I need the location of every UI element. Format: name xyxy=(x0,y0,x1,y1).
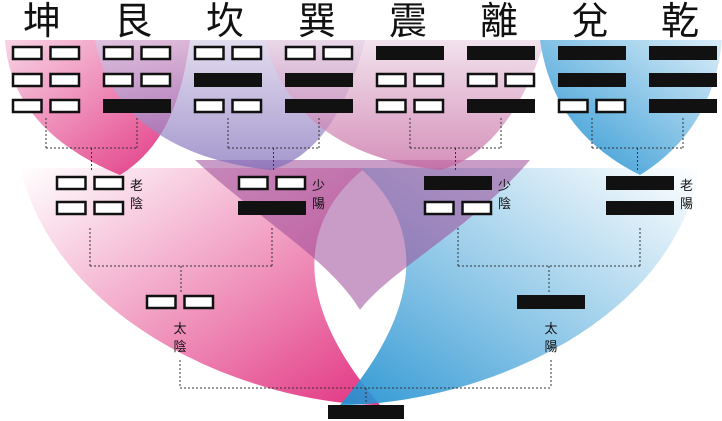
trigram-2-bottom-yin-left xyxy=(193,98,225,114)
four-image: 老陰 xyxy=(55,175,143,216)
trigram-3-bottom-yang-line xyxy=(285,99,353,113)
four-image-label-1: 少 xyxy=(312,179,325,194)
four-0-bottom-yin-right xyxy=(93,200,125,216)
four-1-bottom-yang-line xyxy=(238,201,306,215)
trigram-name: 乾 xyxy=(661,0,699,43)
trigram-name: 兌 xyxy=(571,0,609,43)
trigram-1-top-yin-right xyxy=(140,45,172,61)
four-2-top-yang-line xyxy=(424,176,492,190)
trigram-5-bottom-yang-line xyxy=(467,99,535,113)
mode-0-yin-left xyxy=(145,294,177,310)
two-mode-label-1: 太 xyxy=(173,322,186,337)
two-mode: 太陰 xyxy=(145,294,215,355)
background-shapes xyxy=(5,40,722,405)
trigrams xyxy=(11,45,717,114)
four-image-label-2: 陽 xyxy=(680,197,693,212)
trigram-name: 巽 xyxy=(298,0,336,43)
trigram-5-middle-yin-left xyxy=(466,72,498,88)
trigram-1-middle-yin-right xyxy=(140,72,172,88)
trigram-names: 坤艮坎巽震離兌乾 xyxy=(23,0,699,43)
trigram-7-top-yang-line xyxy=(649,46,717,60)
trigram xyxy=(649,46,717,113)
two-mode-label-1: 太 xyxy=(544,322,557,337)
trigram-name: 震 xyxy=(389,0,427,43)
trigram-1-middle-yin-left xyxy=(102,72,134,88)
trigram-0-top-yin-right xyxy=(49,45,81,61)
trigram-7-bottom-yang-line xyxy=(649,99,717,113)
trigram xyxy=(375,46,445,114)
trigram-0-top-yin-left xyxy=(11,45,43,61)
origin xyxy=(328,405,404,419)
trigram-4-middle-yin-left xyxy=(375,72,407,88)
trigram-0-bottom-yin-right xyxy=(49,98,81,114)
trigram-2-top-yin-left xyxy=(193,45,225,61)
four-image-label-2: 陽 xyxy=(312,197,325,212)
trigram xyxy=(11,45,81,114)
four-0-top-yin-left xyxy=(55,175,87,191)
trigram-0-middle-yin-left xyxy=(11,72,43,88)
mode-0-yin-right xyxy=(183,294,215,310)
four-0-top-yin-right xyxy=(93,175,125,191)
trigram xyxy=(466,46,536,113)
four-image-label-2: 陰 xyxy=(498,197,511,212)
trigram-3-top-yin-right xyxy=(322,45,354,61)
trigram-0-bottom-yin-left xyxy=(11,98,43,114)
trigram-6-top-yang-line xyxy=(558,46,626,60)
trigram-name: 坎 xyxy=(206,0,244,43)
trigram-1-top-yin-left xyxy=(102,45,134,61)
four-image: 老陽 xyxy=(606,176,693,215)
four-image: 少陽 xyxy=(237,175,325,215)
trigram-6-middle-yang-line xyxy=(558,73,626,87)
four-3-top-yang-line xyxy=(606,176,674,190)
trigram-4-middle-yin-right xyxy=(413,72,445,88)
four-2-bottom-yin-left xyxy=(423,200,455,216)
trigram xyxy=(284,45,354,113)
trigram-5-middle-yin-right xyxy=(504,72,536,88)
connector-lines xyxy=(45,118,684,404)
trigram-4-bottom-yin-left xyxy=(375,98,407,114)
trigram xyxy=(193,45,263,114)
four-2-bottom-yin-right xyxy=(461,200,493,216)
four-0-bottom-yin-left xyxy=(55,200,87,216)
trigram-6-bottom-yin-left xyxy=(557,98,589,114)
trigram-4-bottom-yin-right xyxy=(413,98,445,114)
mode-1-yang-line xyxy=(517,295,585,309)
trigram-1-bottom-yang-line xyxy=(103,99,171,113)
purple-lobe xyxy=(195,160,530,310)
trigram-7-middle-yang-line xyxy=(649,73,717,87)
four-1-top-yin-right xyxy=(275,175,307,191)
four-3-bottom-yang-line xyxy=(606,201,674,215)
trigram xyxy=(102,45,172,113)
four-image-label-1: 老 xyxy=(130,179,143,194)
trigram-6-bottom-yin-right xyxy=(595,98,627,114)
four-image-label-1: 老 xyxy=(680,179,693,194)
trigram-3-middle-yang-line xyxy=(285,73,353,87)
trigram-name: 離 xyxy=(480,0,518,43)
four-image: 少陰 xyxy=(423,176,511,216)
two-mode-label-2: 陰 xyxy=(173,340,186,355)
trigram xyxy=(557,46,627,114)
origin-yang-line xyxy=(328,405,404,419)
trigram-5-top-yang-line xyxy=(467,46,535,60)
four-1-top-yin-left xyxy=(237,175,269,191)
trigram-3-top-yin-left xyxy=(284,45,316,61)
four-image-label-1: 少 xyxy=(498,179,511,194)
trigram-name: 艮 xyxy=(114,0,152,43)
trigram-name: 坤 xyxy=(23,0,61,43)
trigram-2-middle-yang-line xyxy=(194,73,262,87)
trigram-0-middle-yin-right xyxy=(49,72,81,88)
two-mode: 太陽 xyxy=(517,295,585,355)
four-image-label-2: 陰 xyxy=(130,197,143,212)
trigram-4-top-yang-line xyxy=(376,46,444,60)
two-mode-label-2: 陽 xyxy=(544,340,557,355)
trigram-2-top-yin-right xyxy=(231,45,263,61)
trigram-2-bottom-yin-right xyxy=(231,98,263,114)
